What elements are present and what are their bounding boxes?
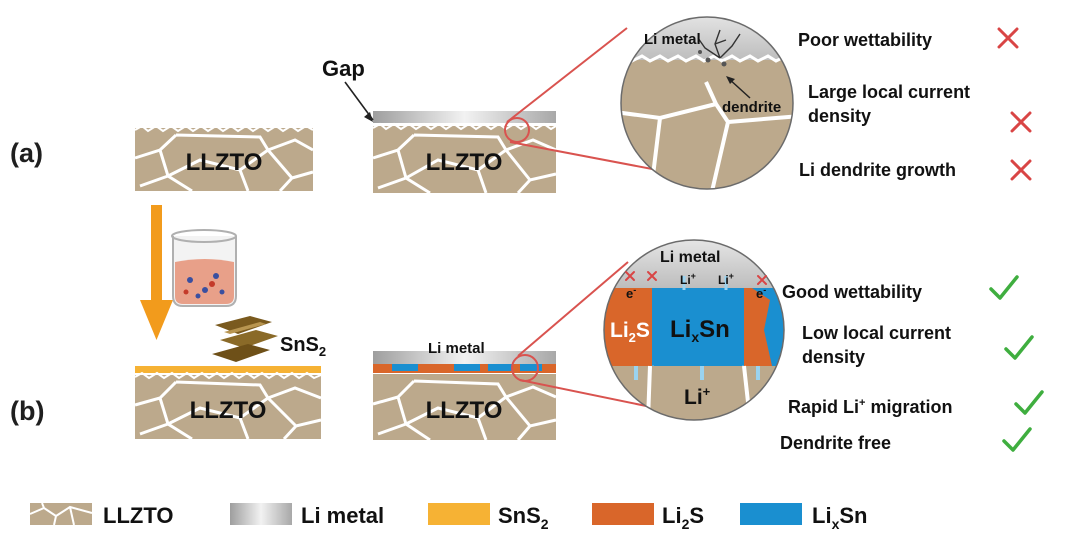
check-icon	[1014, 390, 1044, 415]
zoom-line-a-top	[506, 27, 628, 123]
legend-item-li2s	[592, 503, 654, 525]
zoom-line-b-bottom	[519, 379, 657, 409]
zoom-b-li-ion-2: Li+	[718, 271, 734, 287]
legend-item-li-metal	[230, 503, 292, 525]
zoom-b-li2s-label: Li2S	[610, 319, 650, 345]
legend-item-llzto	[29, 502, 93, 526]
cross-icon	[647, 271, 657, 281]
point-a-3: Li dendrite growth	[799, 160, 956, 180]
point-a-2-line2: density	[808, 106, 871, 126]
legend-label-lixsn: LixSn	[812, 503, 867, 532]
li-metal-label-b: Li metal	[428, 340, 485, 357]
legend: LLZTO Li metal SnS2 Li2S LixSn	[29, 502, 867, 532]
legend-item-sns2	[428, 503, 490, 525]
point-a-2-line1: Large local current	[808, 82, 970, 102]
zoom-b-li-ion-1: Li+	[680, 271, 696, 287]
point-b-2-line2: density	[802, 347, 865, 367]
point-b-4: Dendrite free	[780, 433, 891, 453]
llzto-label-a2: LLZTO	[426, 149, 503, 176]
point-b-2-line1: Low local current	[802, 323, 951, 343]
check-icon	[1004, 335, 1034, 360]
zoom-b-lixsn-label: LixSn	[670, 316, 730, 345]
zoom-a-li-metal-label: Li metal	[644, 31, 701, 48]
sns2-label: SnS2	[280, 334, 326, 359]
panel-b-label: (b)	[10, 396, 44, 426]
gap-label: Gap	[322, 56, 365, 81]
check-icon	[989, 275, 1019, 300]
check-icon	[1002, 427, 1032, 452]
zoom-circle-b	[603, 239, 785, 421]
sns2-flakes	[212, 316, 278, 362]
cross-icon	[1010, 111, 1032, 133]
cross-icon	[997, 27, 1019, 49]
gap-arrow-head	[364, 112, 373, 122]
llzto-substrate-b2	[372, 351, 557, 442]
panel-a-label: (a)	[10, 138, 43, 168]
down-arrow-icon	[140, 205, 173, 340]
llzto-label-b2: LLZTO	[426, 397, 503, 424]
llzto-substrate-b1	[134, 366, 322, 441]
cross-icon	[757, 275, 767, 285]
beaker-icon	[171, 229, 237, 307]
legend-item-lixsn	[740, 503, 802, 525]
dendrite-arrow-head	[726, 76, 735, 84]
point-b-1: Good wettability	[782, 282, 922, 302]
llzto-label-a1: LLZTO	[186, 149, 263, 176]
legend-label-llzto: LLZTO	[103, 503, 173, 528]
zoom-b-li-ion-bottom: Li+	[684, 384, 711, 409]
llzto-substrate-a2	[372, 111, 557, 195]
zoom-b-li-metal-label: Li metal	[660, 249, 720, 266]
legend-label-li-metal: Li metal	[301, 503, 384, 528]
point-b-3: Rapid Li+ migration	[788, 397, 952, 417]
llzto-substrate-a1	[134, 124, 314, 193]
zoom-a-dendrite-label: dendrite	[722, 99, 781, 116]
legend-label-sns2: SnS2	[498, 503, 549, 532]
zoom-line-a-bottom	[509, 141, 669, 173]
llzto-label-b1: LLZTO	[190, 397, 267, 424]
legend-label-li2s: Li2S	[662, 503, 704, 532]
zoom-b-electron-right: e-	[756, 285, 766, 301]
point-a-1: Poor wettability	[798, 30, 932, 50]
cross-icon	[1010, 159, 1032, 181]
cross-icon	[625, 271, 635, 281]
zoom-b-electron-left: e-	[626, 285, 636, 301]
zoom-line-b-top	[517, 261, 629, 357]
